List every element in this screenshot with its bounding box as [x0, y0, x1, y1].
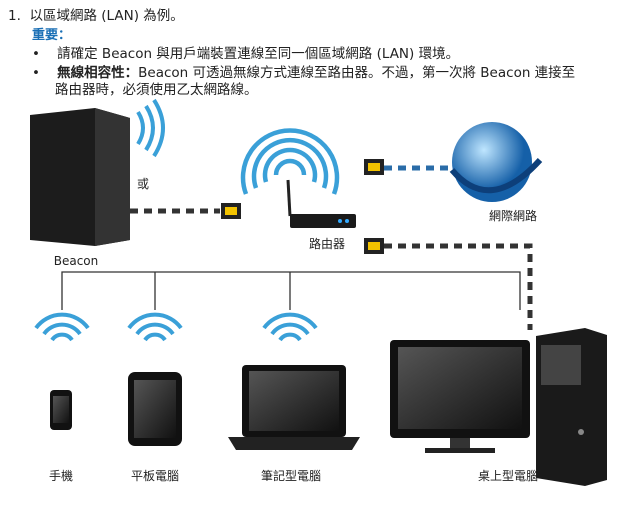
important-label: 重要： — [32, 28, 72, 43]
ethernet-port-icon — [364, 159, 384, 175]
router-label: 路由器 — [308, 237, 346, 251]
bullet-2-cont: 路由器時，必須使用乙太網路線。 — [55, 82, 258, 98]
bullet-1: • 請確定 Beacon 與用戶端裝置連線至同一個區域網路 (LAN) 環境。 — [32, 46, 460, 62]
bullet-2: • 無線相容性：Beacon 可透過無線方式連線至路由器。不過，第一次將 Bea… — [32, 65, 576, 81]
beacon-label: Beacon — [53, 254, 99, 268]
monitor-icon — [390, 340, 530, 453]
tablet-icon — [128, 372, 182, 446]
beacon-wifi-icon — [136, 98, 165, 158]
step-heading: 1. 以區域網路 (LAN) 為例。 — [8, 8, 184, 24]
phone-label: 手機 — [48, 469, 74, 483]
desktop-cable — [384, 243, 533, 330]
or-label: 或 — [136, 177, 150, 191]
router-wifi-icon — [240, 128, 340, 195]
desktop-tower-icon — [536, 328, 607, 486]
ethernet-port-icon — [221, 203, 241, 219]
lan-tree-lines — [61, 271, 521, 310]
laptop-icon — [228, 365, 360, 450]
desktop-label: 桌上型電腦 — [477, 469, 539, 483]
internet-label: 網際網路 — [488, 209, 538, 223]
phone-icon — [50, 390, 72, 430]
laptop-label: 筆記型電腦 — [260, 469, 322, 483]
tablet-label: 平板電腦 — [130, 469, 180, 483]
client-wifi-icons — [34, 312, 318, 342]
beacon-device — [30, 108, 130, 246]
globe-icon — [449, 122, 543, 202]
router-device — [286, 179, 356, 228]
ethernet-port-icon — [364, 238, 384, 254]
